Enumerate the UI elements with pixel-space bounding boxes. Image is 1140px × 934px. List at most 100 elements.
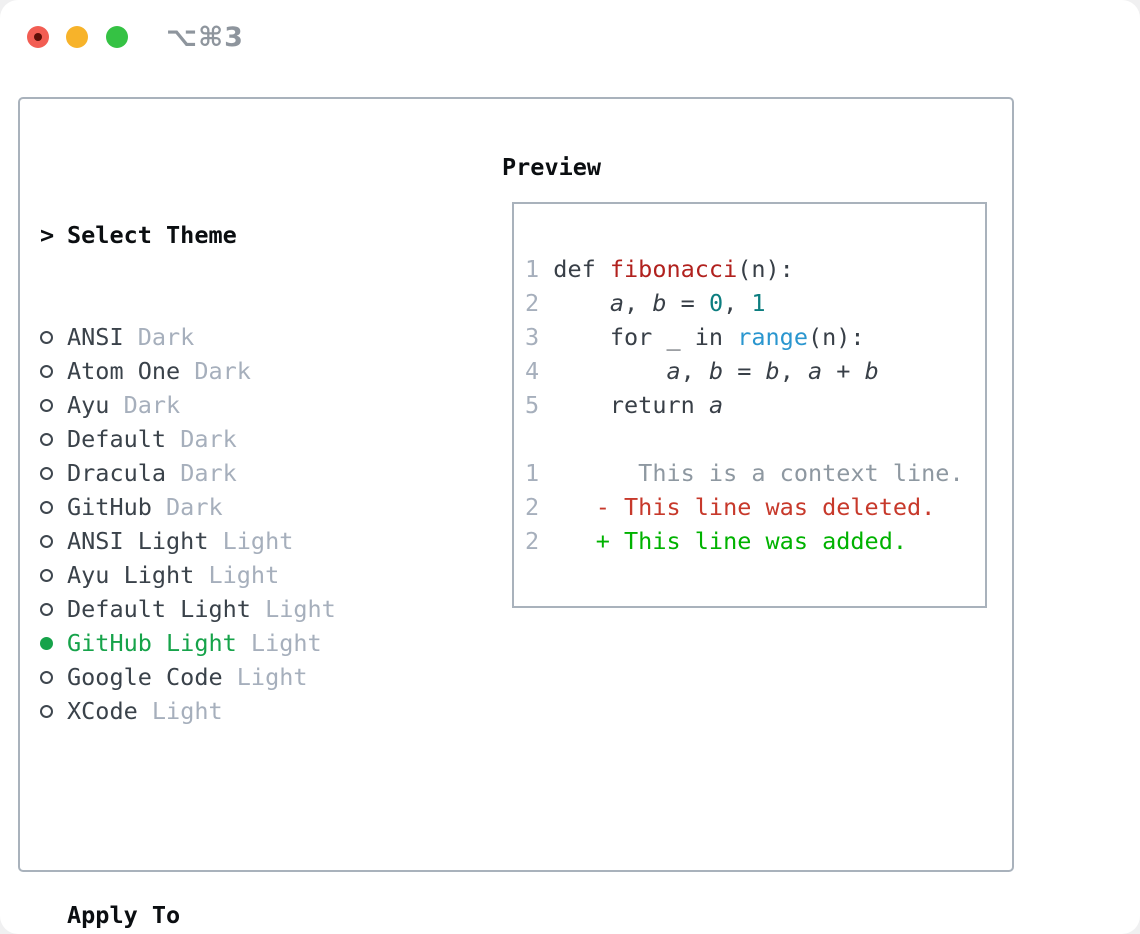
option-label: GitHub Light	[67, 629, 237, 657]
theme-option[interactable]: Dracula Dark	[40, 456, 436, 490]
theme-option[interactable]: XCode Light	[40, 694, 436, 728]
preview-line: 1 def fibonacci(n):	[525, 252, 985, 286]
preview-line: 2 + This line was added.	[525, 524, 985, 558]
radio-unselected-icon	[40, 422, 67, 456]
theme-option[interactable]: GitHub Light Light	[40, 626, 436, 660]
theme-variant-label: Dark	[166, 425, 237, 453]
theme-option[interactable]: Ayu Dark	[40, 388, 436, 422]
token-plain: return	[553, 391, 709, 419]
radio-unselected-icon	[40, 524, 67, 558]
radio-unselected-icon	[40, 694, 67, 728]
line-number: 2	[525, 289, 554, 317]
radio-unselected-icon	[40, 388, 67, 422]
token-plain	[553, 289, 610, 317]
option-label: XCode	[67, 697, 138, 725]
option-label: Atom One	[67, 357, 181, 385]
theme-option[interactable]: ANSI Light Light	[40, 524, 436, 558]
option-label: GitHub	[67, 493, 152, 521]
token-added: + This line was added.	[553, 527, 908, 555]
token-plain: ,	[624, 289, 653, 317]
line-number: 3	[525, 323, 554, 351]
zoom-button-icon[interactable]	[106, 26, 128, 48]
theme-option[interactable]: Default Light Light	[40, 592, 436, 626]
theme-variant-label: Dark	[123, 323, 195, 351]
radio-unselected-icon	[40, 558, 67, 592]
preview-line: 2 a, b = 0, 1	[525, 286, 985, 320]
radio-selected-icon	[40, 626, 67, 660]
token-var: a	[609, 289, 625, 317]
radio-unselected-icon	[40, 320, 67, 354]
line-number: 4	[525, 357, 554, 385]
line-number: 1	[525, 255, 554, 283]
line-number: 2	[525, 493, 554, 521]
token-context: This is a context line.	[553, 459, 964, 487]
theme-option[interactable]: Default Dark	[40, 422, 436, 456]
theme-variant-label: Light	[236, 629, 322, 657]
token-plain: ,	[680, 357, 709, 385]
token-builtin: range	[737, 323, 808, 351]
token-var: b	[708, 357, 724, 385]
theme-variant-label: Light	[137, 697, 223, 725]
line-number: 1	[525, 459, 554, 487]
line-number: 5	[525, 391, 554, 419]
preview-line: 5 return a	[525, 388, 985, 422]
theme-variant-label: Dark	[109, 391, 181, 419]
theme-option[interactable]: Google Code Light	[40, 660, 436, 694]
theme-option[interactable]: ANSI Dark	[40, 320, 436, 354]
option-label: ANSI	[67, 323, 124, 351]
minimize-button-icon[interactable]	[66, 26, 88, 48]
select-theme-title: Select Theme	[67, 221, 237, 249]
option-label: Dracula	[67, 459, 167, 487]
theme-option[interactable]: Atom One Dark	[40, 354, 436, 388]
token-plain: ,	[723, 289, 752, 317]
theme-option[interactable]: Ayu Light Light	[40, 558, 436, 592]
option-label: ANSI Light	[67, 527, 209, 555]
token-plain: ,	[779, 357, 808, 385]
line-number: 2	[525, 527, 554, 555]
theme-variant-label: Dark	[151, 493, 223, 521]
token-var: a	[708, 391, 724, 419]
close-button-icon[interactable]	[27, 26, 49, 48]
token-plain: =	[666, 289, 709, 317]
preview-line: 4 a, b = b, a + b	[525, 354, 985, 388]
theme-variant-label: Dark	[180, 357, 251, 385]
radio-unselected-icon	[40, 592, 67, 626]
token-plain: for _ in	[553, 323, 738, 351]
token-plain: +	[822, 357, 865, 385]
token-func: fibonacci	[609, 255, 738, 283]
token-plain: def	[553, 255, 610, 283]
titlebar: ⌥⌘3	[0, 0, 1140, 75]
preview-blank-line	[525, 422, 985, 456]
theme-variant-label: Dark	[166, 459, 237, 487]
select-theme-header: > Select Theme	[40, 218, 436, 252]
option-label: Ayu	[67, 391, 110, 419]
token-plain: =	[723, 357, 766, 385]
preview-line: 3 for _ in range(n):	[525, 320, 985, 354]
option-label: Default Light	[67, 595, 251, 623]
prompt-icon: >	[40, 221, 55, 249]
token-number: 0	[708, 289, 724, 317]
preview-line: 1 This is a context line.	[525, 456, 985, 490]
option-label: Google Code	[67, 663, 223, 691]
theme-variant-label: Light	[222, 663, 308, 691]
token-deleted: - This line was deleted.	[553, 493, 936, 521]
token-plain: (n):	[737, 255, 794, 283]
radio-unselected-icon	[40, 490, 67, 524]
apply-to-title: Apply To	[67, 901, 181, 929]
spacer	[40, 796, 436, 830]
radio-unselected-icon	[40, 660, 67, 694]
apply-to-header: Apply To	[40, 898, 436, 932]
token-var: b	[765, 357, 780, 385]
token-number: 1	[751, 289, 766, 317]
option-label: Ayu Light	[67, 561, 195, 589]
radio-unselected-icon	[40, 456, 67, 490]
theme-variant-label: Light	[250, 595, 336, 623]
token-plain: (n):	[807, 323, 865, 351]
theme-variant-label: Light	[208, 527, 294, 555]
theme-option[interactable]: GitHub Dark	[40, 490, 436, 524]
token-var: b	[652, 289, 667, 317]
